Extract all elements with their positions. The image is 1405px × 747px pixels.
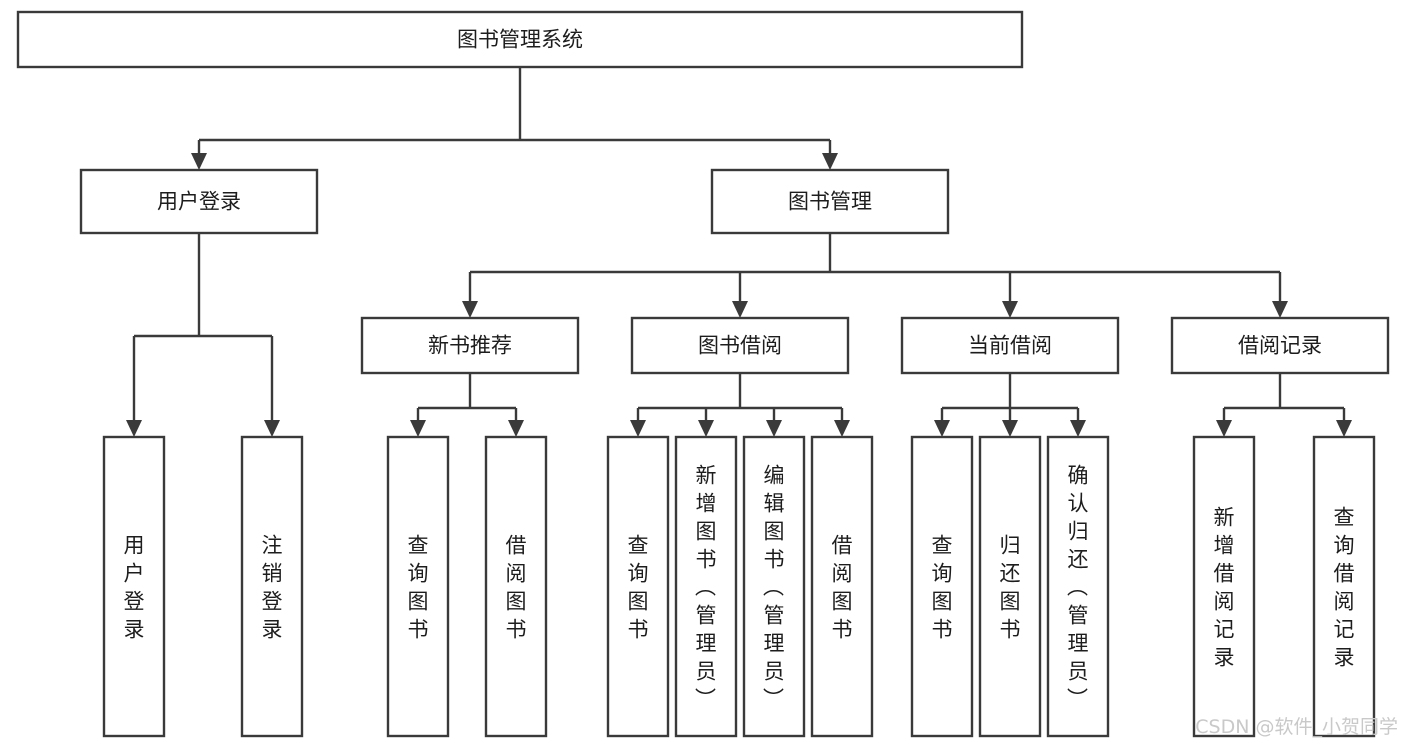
node-leaf-query-record-label: 查询借阅记录 (1334, 505, 1355, 669)
node-leaf-query-book-3-label: 查询图书 (932, 533, 953, 641)
node-new-book-rec-rect (360, 316, 580, 375)
arrow-head-icon (1336, 420, 1352, 437)
node-book-borrow[interactable]: 图书借阅 (630, 316, 850, 375)
arrow-head-icon (822, 153, 838, 170)
node-leaf-query-book-2-label: 查询图书 (628, 533, 649, 641)
node-book-manage[interactable]: 图书管理 (710, 168, 950, 235)
node-leaf-add-book-label: 新增图书（管理员） (695, 463, 717, 711)
node-leaf-user-login-label: 用户登录 (124, 533, 145, 641)
node-root[interactable]: 图书管理系统 (16, 10, 1024, 69)
arrow-head-icon (732, 301, 748, 318)
node-leaf-add-record-rect (1192, 435, 1256, 738)
arrow-head-icon (834, 420, 850, 437)
node-leaf-query-record-rect (1312, 435, 1376, 738)
node-leaf-query-book-2[interactable]: 查询图书 (606, 435, 670, 738)
node-leaf-return-book-label: 归还图书 (1000, 533, 1021, 641)
node-borrow-record-rect (1170, 316, 1390, 375)
arrow-head-icon (1002, 301, 1018, 318)
node-current-borrow[interactable]: 当前借阅 (900, 316, 1120, 375)
node-leaf-edit-book-label: 编辑图书（管理员） (763, 463, 785, 711)
node-leaf-query-book-3-rect (910, 435, 974, 738)
node-user-login[interactable]: 用户登录 (79, 168, 319, 235)
arrow-head-icon (410, 420, 426, 437)
node-root-rect (16, 10, 1024, 69)
arrow-head-icon (698, 420, 714, 437)
node-current-borrow-label: 当前借阅 (968, 334, 1052, 358)
arrow-head-icon (508, 420, 524, 437)
csdn-watermark: CSDN @软件_小贺同学 (1195, 716, 1398, 738)
node-leaf-add-record[interactable]: 新增借阅记录 (1192, 435, 1256, 738)
node-borrow-record[interactable]: 借阅记录 (1170, 316, 1390, 375)
node-new-book-rec[interactable]: 新书推荐 (360, 316, 580, 375)
node-leaf-logout-label: 注销登录 (262, 533, 283, 641)
node-borrow-record-label: 借阅记录 (1238, 334, 1322, 358)
node-leaf-user-login[interactable]: 用户登录 (102, 435, 166, 738)
arrow-head-icon (1272, 301, 1288, 318)
node-user-login-rect (79, 168, 319, 235)
node-user-login-label: 用户登录 (157, 190, 241, 214)
arrow-head-icon (264, 420, 280, 437)
node-current-borrow-rect (900, 316, 1120, 375)
node-leaf-query-record[interactable]: 查询借阅记录 (1312, 435, 1376, 738)
node-leaf-confirm-return-rect (1046, 435, 1110, 738)
node-leaf-query-book-2-rect (606, 435, 670, 738)
node-new-book-rec-label: 新书推荐 (428, 334, 512, 358)
node-leaf-return-book-rect (978, 435, 1042, 738)
arrow-head-icon (462, 301, 478, 318)
node-leaf-return-book[interactable]: 归还图书 (978, 435, 1042, 738)
arrow-head-icon (1002, 420, 1018, 437)
arrow-head-icon (934, 420, 950, 437)
node-leaf-edit-book-rect (742, 435, 806, 738)
arrow-head-icon (630, 420, 646, 437)
node-leaf-add-book[interactable]: 新增图书（管理员） (674, 435, 738, 738)
node-leaf-add-book-rect (674, 435, 738, 738)
node-book-manage-rect (710, 168, 950, 235)
node-leaf-borrow-book-1[interactable]: 借阅图书 (484, 435, 548, 738)
node-leaf-query-book-1[interactable]: 查询图书 (386, 435, 450, 738)
node-leaf-edit-book[interactable]: 编辑图书（管理员） (742, 435, 806, 738)
arrow-head-icon (766, 420, 782, 437)
node-book-borrow-rect (630, 316, 850, 375)
node-leaf-borrow-book-2-rect (810, 435, 874, 738)
node-book-borrow-label: 图书借阅 (698, 334, 782, 358)
node-leaf-logout-rect (240, 435, 304, 738)
node-leaf-confirm-return-label: 确认归还（管理员） (1067, 463, 1089, 711)
connector-lines-layer (126, 67, 1352, 437)
node-leaf-confirm-return[interactable]: 确认归还（管理员） (1046, 435, 1110, 738)
node-leaf-add-record-label: 新增借阅记录 (1214, 505, 1235, 669)
node-leaf-logout[interactable]: 注销登录 (240, 435, 304, 738)
node-leaf-borrow-book-1-label: 借阅图书 (506, 533, 527, 641)
node-leaf-borrow-book-2-label: 借阅图书 (832, 533, 853, 641)
node-leaf-borrow-book-2[interactable]: 借阅图书 (810, 435, 874, 738)
node-leaf-query-book-1-rect (386, 435, 450, 738)
arrow-head-icon (1216, 420, 1232, 437)
node-book-manage-label: 图书管理 (788, 190, 872, 214)
arrow-head-icon (191, 153, 207, 170)
node-leaf-query-book-1-label: 查询图书 (408, 533, 429, 641)
node-boxes-layer: 图书管理系统用户登录图书管理新书推荐图书借阅当前借阅借阅记录用户登录注销登录查询… (16, 10, 1390, 738)
node-leaf-borrow-book-1-rect (484, 435, 548, 738)
node-leaf-query-book-3[interactable]: 查询图书 (910, 435, 974, 738)
node-leaf-user-login-rect (102, 435, 166, 738)
node-root-label: 图书管理系统 (457, 28, 583, 52)
arrow-head-icon (126, 420, 142, 437)
arrow-head-icon (1070, 420, 1086, 437)
